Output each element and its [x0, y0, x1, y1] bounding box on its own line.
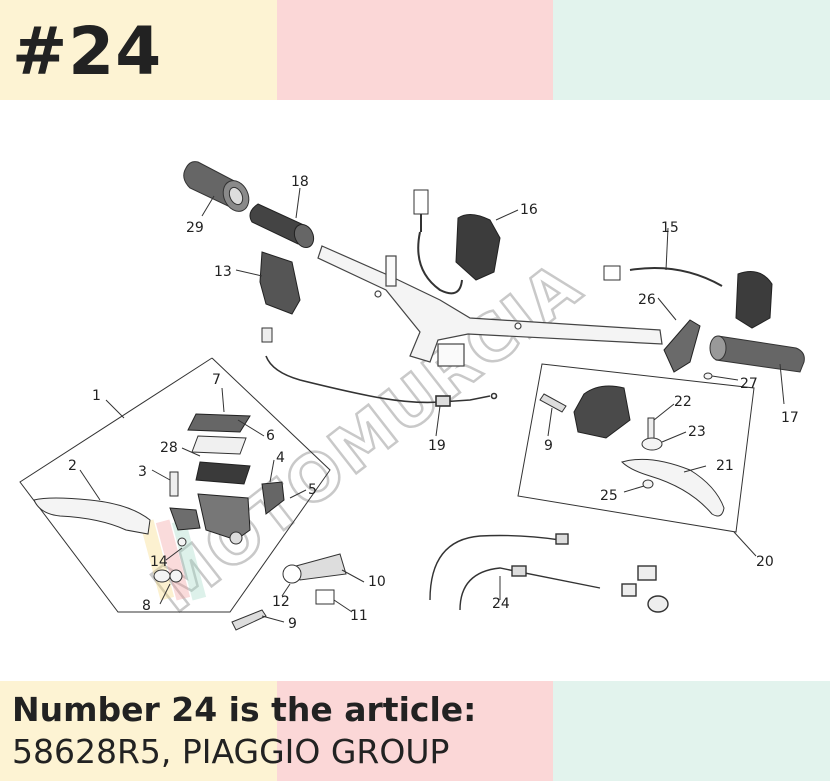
callout-10: 10 — [368, 574, 386, 590]
callout-23: 23 — [688, 424, 706, 440]
leader-lines — [79, 187, 785, 623]
bolt-3 — [169, 471, 179, 497]
band-segment-yellow — [0, 681, 277, 781]
callout-3: 3 — [138, 464, 147, 480]
stop-switch-9-right — [539, 393, 567, 413]
article-caption-title: Number 24 is the article: — [12, 690, 477, 729]
clamp-13 — [259, 251, 301, 343]
switch-left-16 — [413, 189, 501, 295]
footer-band — [0, 681, 830, 781]
callout-19: 19 — [428, 438, 446, 454]
lever-pivot — [169, 507, 201, 531]
brake-lever-left — [33, 497, 151, 535]
callout-2: 2 — [68, 458, 77, 474]
throttle-cable-19 — [265, 355, 498, 407]
callout-6: 6 — [266, 428, 275, 444]
callout-labels: 18 29 13 16 15 26 27 17 19 1 2 7 28 6 4 … — [68, 174, 799, 632]
callout-8: 8 — [142, 598, 151, 614]
callout-26: 26 — [638, 292, 656, 308]
callout-25: 25 — [600, 488, 618, 504]
band-segment-yellow — [0, 0, 277, 100]
callout-14: 14 — [150, 554, 168, 570]
small-parts-8-14 — [153, 537, 187, 583]
callout-27: 27 — [740, 376, 758, 392]
band-segment-mint — [553, 0, 830, 100]
callout-9-left: 9 — [288, 616, 297, 632]
stop-switch-9-left — [231, 609, 267, 631]
callout-22: 22 — [674, 394, 692, 410]
callout-11: 11 — [350, 608, 368, 624]
part-number-badge: #24 — [12, 13, 163, 90]
nut-25 — [642, 479, 654, 489]
band-segment-mint — [553, 681, 830, 781]
assembly-outline-1 — [19, 357, 331, 613]
callout-17: 17 — [781, 410, 799, 426]
callout-21: 21 — [716, 458, 734, 474]
nut-23 — [641, 437, 663, 451]
callout-12: 12 — [272, 594, 290, 610]
brake-lever-right — [621, 458, 725, 517]
screw-27 — [703, 372, 713, 380]
brake-hose-10 — [282, 553, 347, 605]
callout-1: 1 — [92, 388, 101, 404]
switch-right-15 — [603, 265, 773, 329]
cable-24 — [429, 533, 669, 613]
hand-grip-right — [709, 335, 805, 373]
throttle-tube — [249, 203, 315, 249]
callout-9-right: 9 — [544, 438, 553, 454]
callout-16: 16 — [520, 202, 538, 218]
callout-15: 15 — [661, 220, 679, 236]
callout-28: 28 — [160, 440, 178, 456]
handlebar — [317, 245, 663, 367]
exploded-parts-diagram: MOTOMURCIA — [19, 161, 805, 632]
callout-5: 5 — [308, 482, 317, 498]
callout-24: 24 — [492, 596, 510, 612]
reservoir-parts — [187, 413, 285, 545]
callout-13: 13 — [214, 264, 232, 280]
header-band — [0, 0, 830, 100]
callout-29: 29 — [186, 220, 204, 236]
hand-grip-left — [183, 161, 250, 212]
band-segment-pink — [277, 0, 553, 100]
master-cylinder-right — [573, 385, 631, 439]
assembly-outline-20 — [517, 363, 755, 533]
article-caption-code: 58628R5, PIAGGIO GROUP — [12, 732, 450, 771]
callout-18: 18 — [291, 174, 309, 190]
callout-4: 4 — [276, 450, 285, 466]
cover-26 — [663, 319, 701, 373]
callout-7: 7 — [212, 372, 221, 388]
callout-20: 20 — [756, 554, 774, 570]
band-segment-pink — [277, 681, 553, 781]
